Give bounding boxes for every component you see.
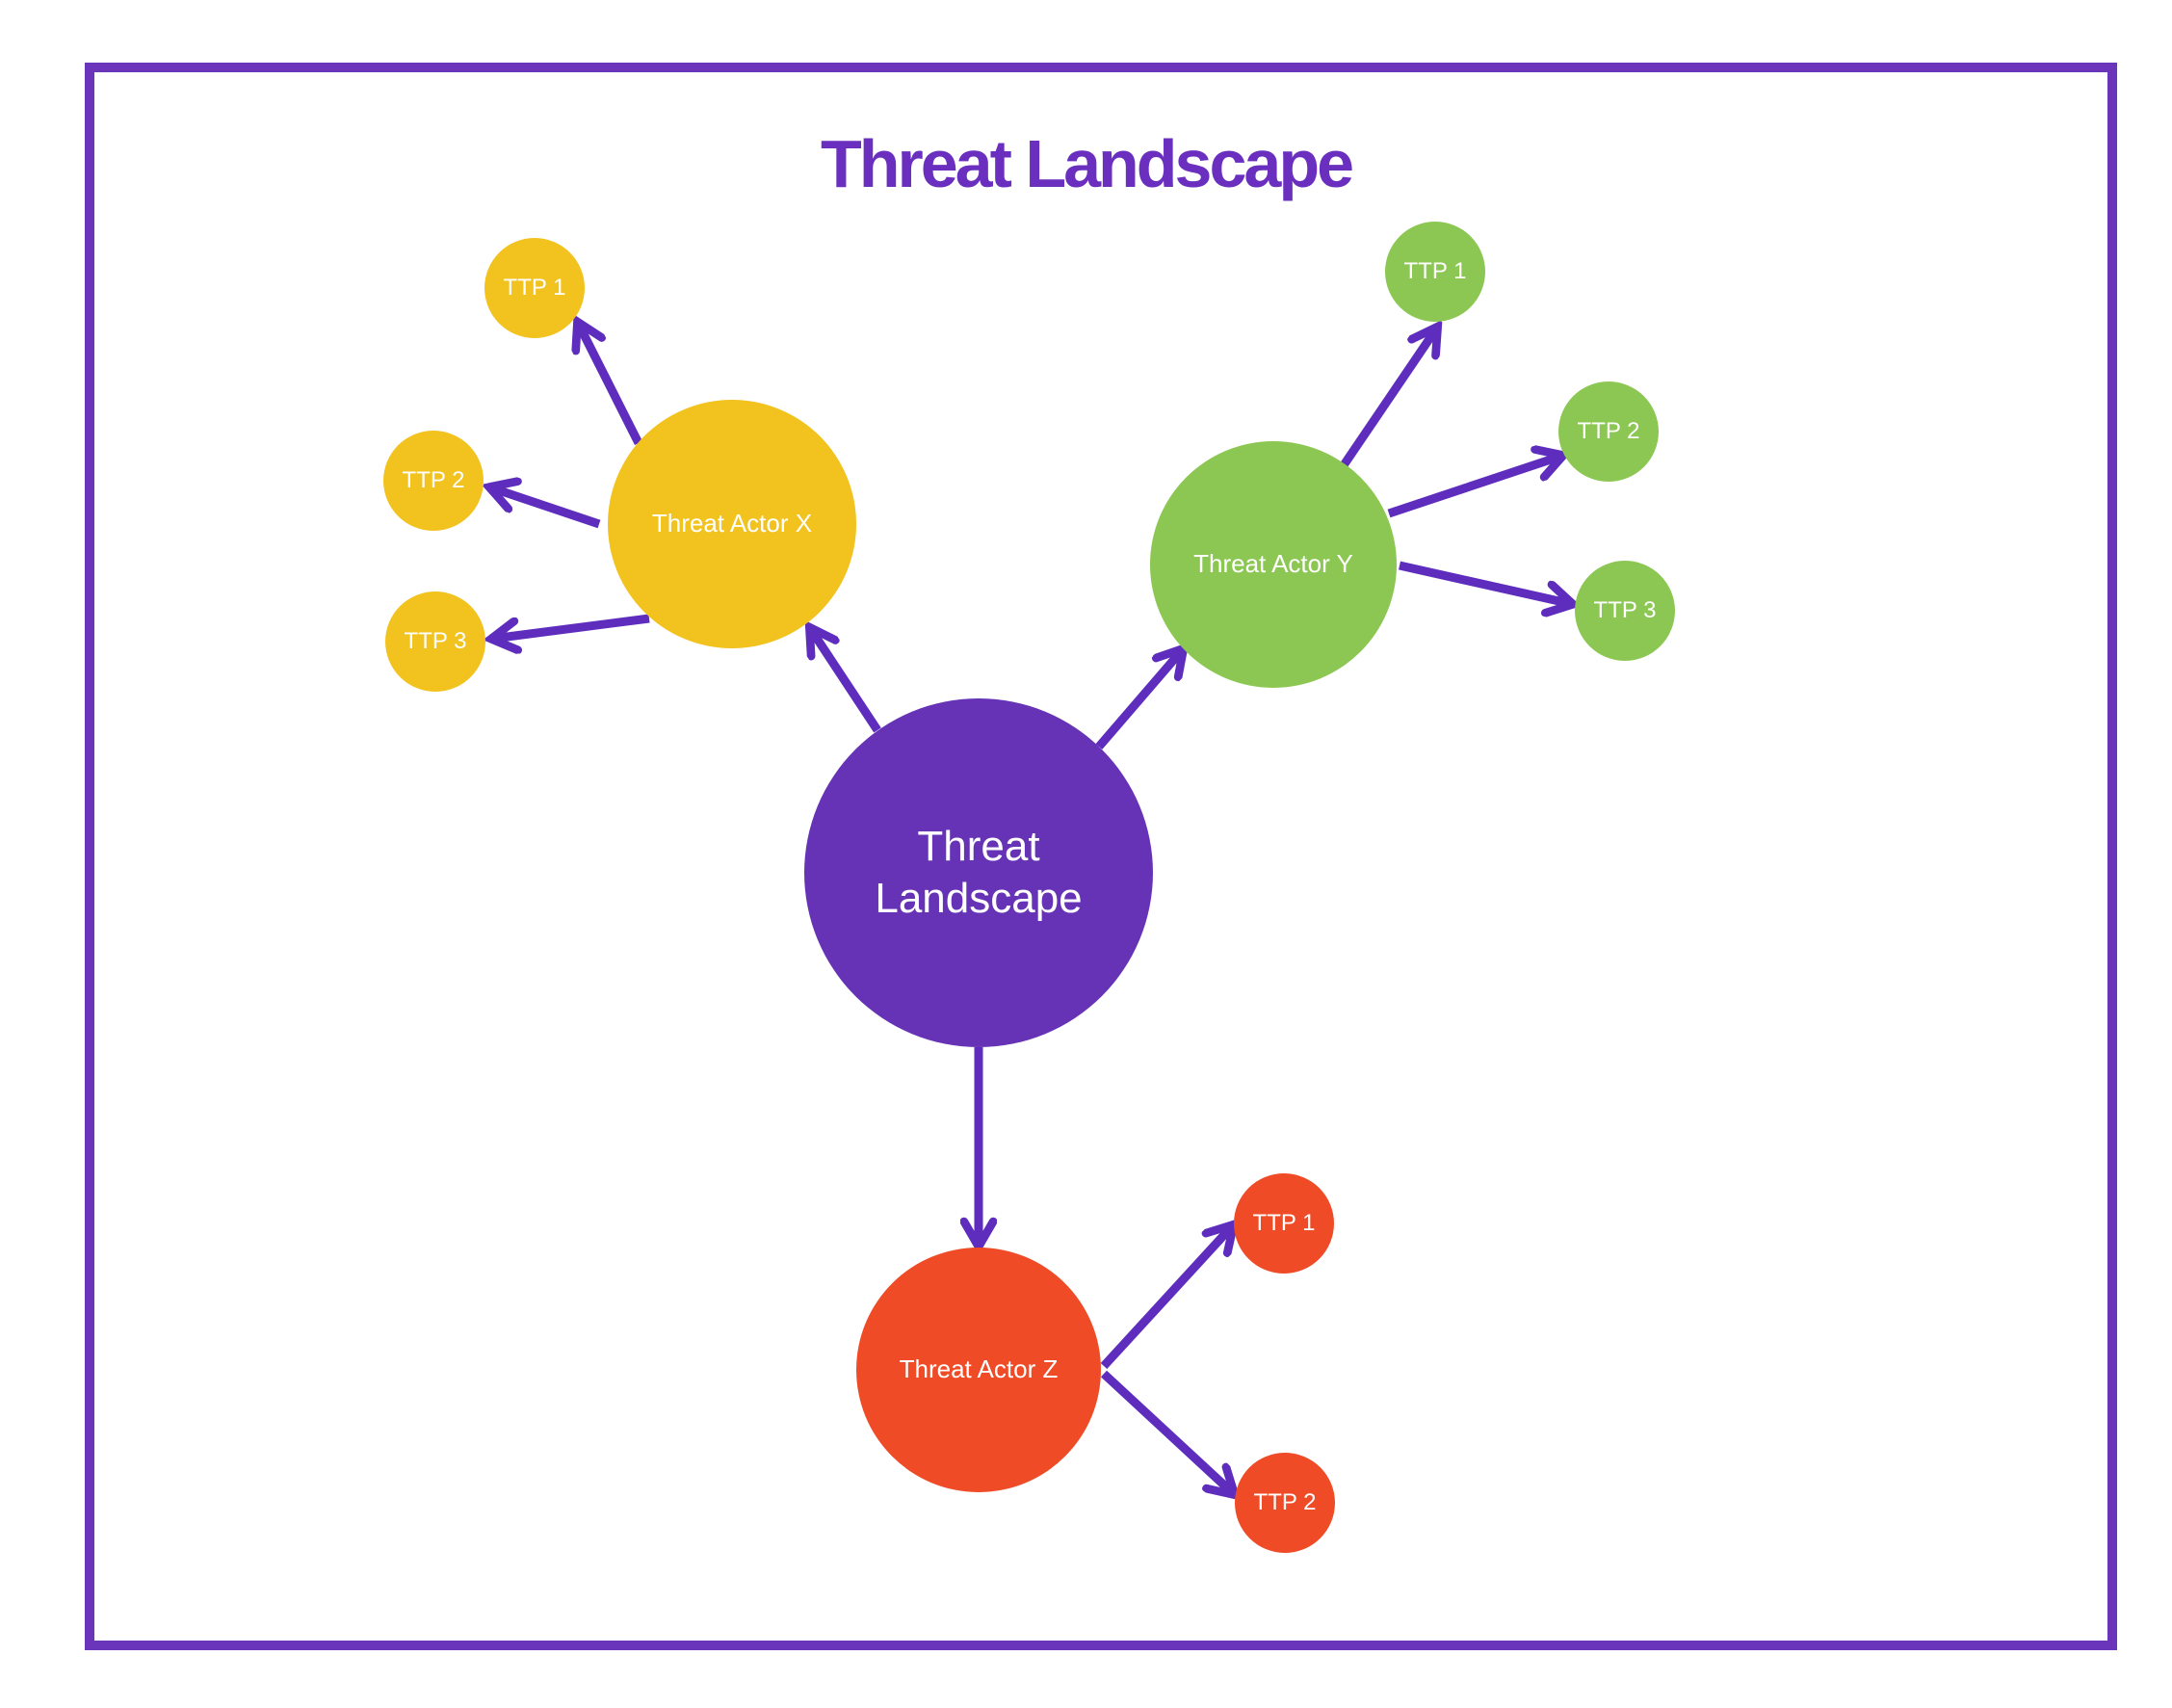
arrow-actor-x-to-ttp2[interactable] — [490, 487, 601, 529]
node-actor-x-ttp-2[interactable]: TTP 2 — [383, 431, 484, 531]
node-label: Threat Actor Z — [899, 1354, 1059, 1384]
node-label: Threat Actor X — [651, 509, 813, 539]
node-actor-z-ttp-2[interactable]: TTP 2 — [1235, 1453, 1335, 1553]
arrow-actor-y-to-ttp2[interactable] — [1387, 456, 1562, 518]
node-label: TTP 1 — [1252, 1210, 1316, 1237]
page-border — [85, 63, 2117, 1650]
node-label: TTP 1 — [1403, 258, 1467, 285]
node-actor-z-ttp-1[interactable]: TTP 1 — [1234, 1173, 1334, 1274]
node-label: TTP 1 — [503, 275, 566, 302]
arrow-actor-y-to-ttp3[interactable] — [1399, 561, 1572, 604]
node-label: Threat Actor Y — [1193, 549, 1353, 579]
arrow-actor-y-to-ttp1[interactable] — [1340, 328, 1437, 468]
node-actor-z[interactable]: Threat Actor Z — [856, 1248, 1101, 1492]
arrow-actor-x-to-ttp1[interactable] — [578, 323, 643, 446]
node-label: TTP 3 — [404, 628, 467, 655]
node-actor-y[interactable]: Threat Actor Y — [1150, 441, 1397, 688]
node-label: TTP 3 — [1593, 597, 1657, 624]
node-actor-x[interactable]: Threat Actor X — [608, 400, 856, 648]
node-label: TTP 2 — [1253, 1489, 1317, 1516]
page-title[interactable]: Threat Landscape — [820, 126, 1354, 201]
node-label: TTP 2 — [1577, 418, 1640, 445]
arrow-actor-x-to-ttp3[interactable] — [492, 614, 650, 639]
node-actor-x-ttp-3[interactable]: TTP 3 — [385, 591, 485, 692]
arrow-actor-z-to-ttp1[interactable] — [1100, 1225, 1233, 1370]
arrow-root-to-actor-x[interactable] — [810, 628, 881, 733]
arrow-root-to-actor-y[interactable] — [1095, 649, 1183, 749]
node-actor-y-ttp-3[interactable]: TTP 3 — [1575, 561, 1675, 661]
node-threat-landscape[interactable]: Threat Landscape — [804, 698, 1153, 1047]
node-actor-y-ttp-1[interactable]: TTP 1 — [1385, 222, 1485, 322]
node-actor-x-ttp-1[interactable]: TTP 1 — [484, 238, 585, 338]
node-actor-y-ttp-2[interactable]: TTP 2 — [1558, 381, 1659, 482]
arrow-actor-z-to-ttp2[interactable] — [1100, 1370, 1234, 1494]
node-label: Threat Landscape — [875, 823, 1083, 922]
node-label: TTP 2 — [402, 467, 465, 494]
